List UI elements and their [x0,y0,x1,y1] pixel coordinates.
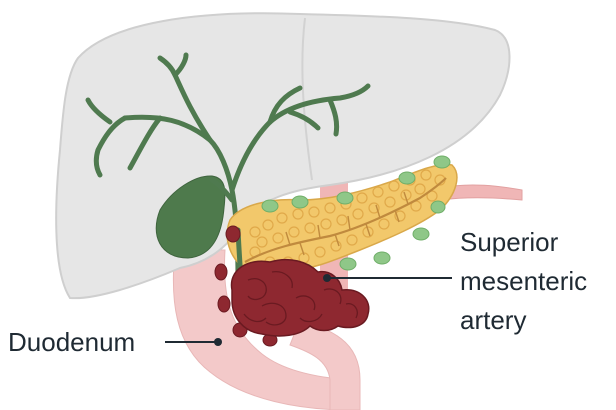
lymph-node [340,258,356,270]
lymph-node [413,228,429,240]
lymph-node [262,200,278,212]
lymph-node [337,192,353,204]
duodenum-leader-dot [214,338,222,346]
involved-node [218,296,230,312]
involved-node [215,264,227,280]
sma-label-line2: mesenteric [460,266,587,296]
lymph-node [399,172,415,184]
lymph-node [431,201,445,213]
involved-node [226,226,240,242]
duodenum-label: Duodenum [8,327,135,357]
lymph-node [374,252,390,264]
tumor-mass [231,260,368,336]
sma-label-line3: artery [460,305,526,335]
sma-leader-dot [323,274,331,282]
lymph-node [434,156,450,168]
sma-label-line1: Superior [460,227,559,257]
lymph-node [292,196,308,208]
